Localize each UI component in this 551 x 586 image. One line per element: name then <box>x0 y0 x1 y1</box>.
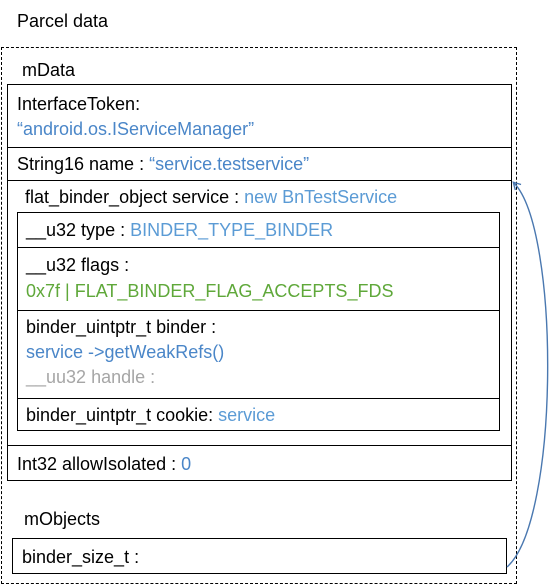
field-binder-value: service ->getWeakRefs() <box>26 342 225 362</box>
field-cookie-value: service <box>218 405 276 425</box>
flat-binder-object-value: new BnTestService <box>244 187 398 207</box>
int32-allow-isolated-label: Int32 allowIsolated : <box>17 454 182 474</box>
field-type-row: __u32 type : BINDER_TYPE_BINDER <box>18 213 499 248</box>
field-type-value: BINDER_TYPE_BINDER <box>130 220 334 240</box>
int32-allow-isolated-box: Int32 allowIsolated : 0 <box>7 445 512 481</box>
field-handle-label: __uu32 handle : <box>26 367 156 387</box>
field-flags-value: 0x7f | FLAT_BINDER_FLAG_ACCEPTS_FDS <box>26 281 394 301</box>
flat-binder-object-label: flat_binder_object service : <box>25 187 245 207</box>
diagram-title: Parcel data <box>17 11 109 31</box>
string16-name-row: String16 name : “service.testservice” <box>17 153 309 175</box>
field-binder-label: binder_uintptr_t binder : <box>26 317 217 337</box>
flat-binder-object-fields: __u32 type : BINDER_TYPE_BINDER __u32 fl… <box>17 212 500 431</box>
string16-name-label: String16 name : <box>17 154 150 174</box>
field-type-label: __u32 type : <box>26 220 131 240</box>
flat-binder-object-row: flat_binder_object service : new BnTestS… <box>25 186 397 208</box>
interface-token-box: InterfaceToken: “android.os.IServiceMana… <box>7 84 512 148</box>
string16-name-value: “service.testservice” <box>149 154 310 174</box>
field-cookie-label: binder_uintptr_t cookie: <box>26 405 219 425</box>
binder-size-box: binder_size_t : <box>12 538 507 574</box>
field-cookie-row: binder_uintptr_t cookie: service <box>18 398 499 432</box>
field-flags-row: __u32 flags : 0x7f | FLAT_BINDER_FLAG_AC… <box>18 247 499 311</box>
field-binder-row: binder_uintptr_t binder : service ->getW… <box>18 310 499 399</box>
binder-size-label: binder_size_t : <box>22 547 140 567</box>
mobjects-label: mObjects <box>24 509 101 529</box>
int32-allow-isolated-row: Int32 allowIsolated : 0 <box>17 453 191 475</box>
interface-token-label: InterfaceToken: <box>17 94 141 114</box>
interface-token-value: “android.os.IServiceManager” <box>17 119 255 139</box>
mdata-label: mData <box>22 60 76 80</box>
field-cookie-text: binder_uintptr_t cookie: service <box>26 404 275 426</box>
field-type-text: __u32 type : BINDER_TYPE_BINDER <box>26 219 333 241</box>
int32-allow-isolated-value: 0 <box>181 454 192 474</box>
field-flags-label: __u32 flags : <box>26 255 130 275</box>
string16-name-box: String16 name : “service.testservice” <box>7 147 512 181</box>
